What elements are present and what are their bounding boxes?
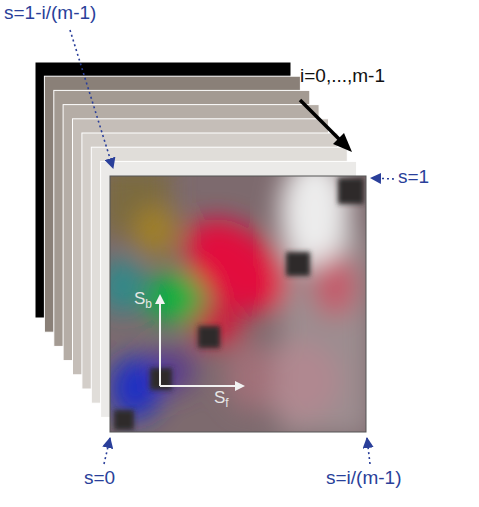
axis-label: Sf [214, 389, 229, 410]
corner-value-label: s=i/(m-1) [326, 468, 401, 489]
layer-value-label: s=1-i/(m-1) [4, 3, 96, 24]
corner-value-label: s=0 [84, 468, 115, 489]
axis-arrows [155, 294, 245, 391]
index-range-label: i=0,...,m-1 [300, 66, 385, 87]
front-image [100, 156, 370, 436]
leader-lines [70, 30, 394, 464]
corner-value-label: s=1 [398, 167, 429, 188]
index-arrow [300, 100, 352, 152]
axis-label: Sb [134, 290, 152, 311]
